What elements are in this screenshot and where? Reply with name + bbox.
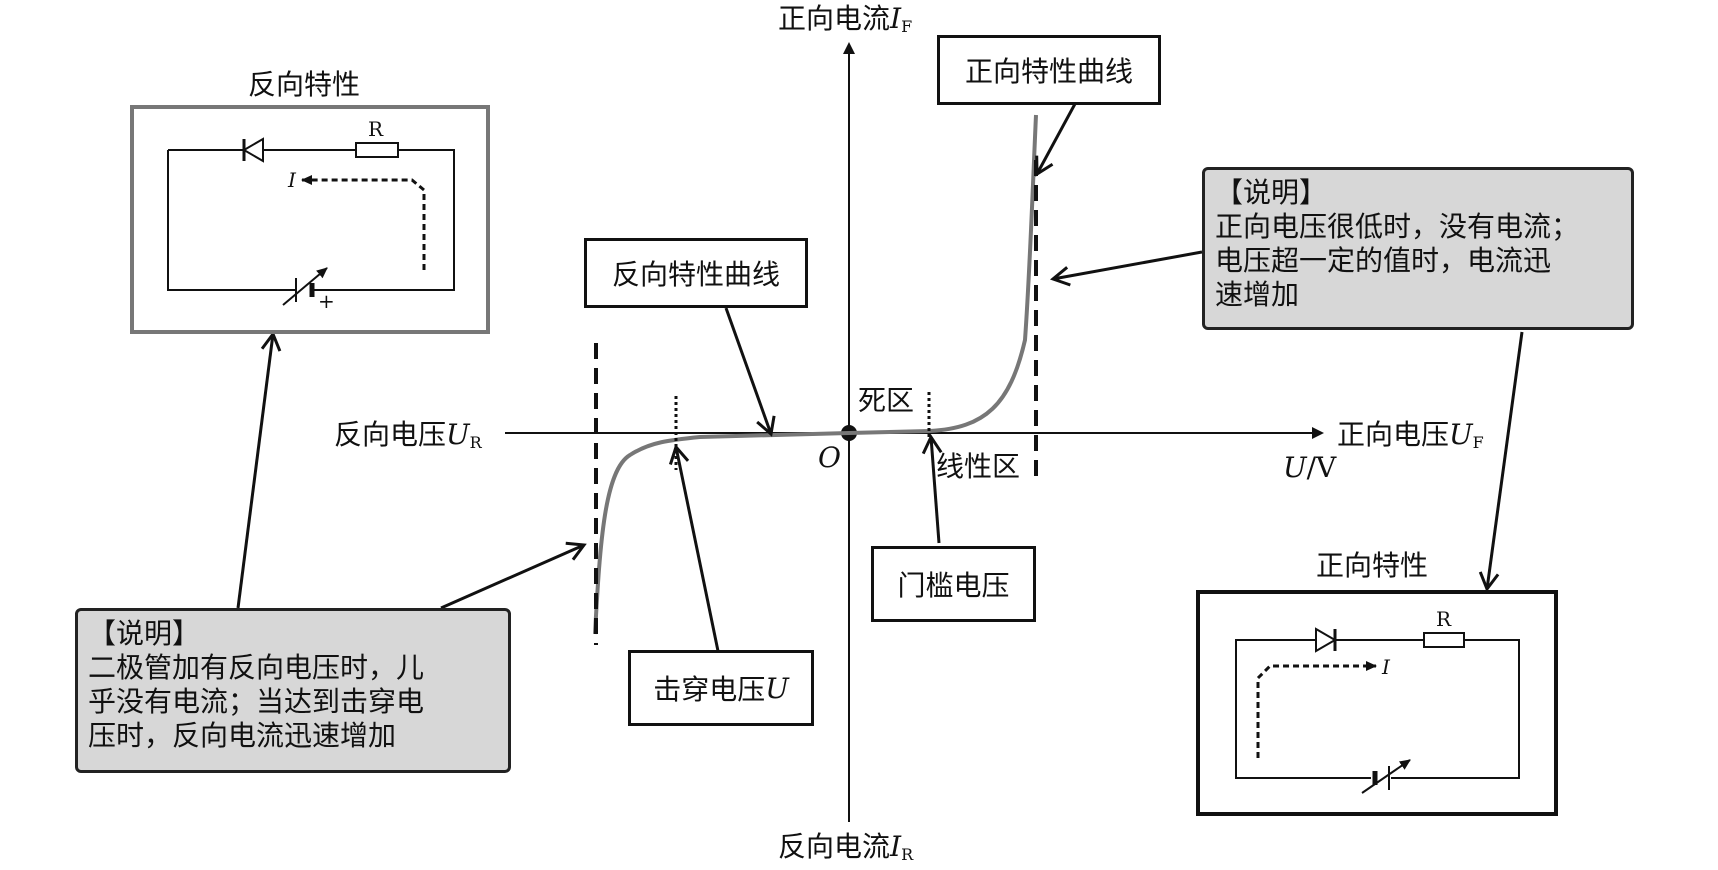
arrow-forward-curve — [1035, 101, 1078, 177]
reverse-panel-title: 反向特性 — [248, 68, 361, 101]
reverse-resistor-label: R — [368, 117, 384, 141]
reverse-current-path — [301, 175, 426, 270]
forward-note-line: 【说明】 — [1215, 176, 1328, 209]
forward-current-label: I — [1382, 655, 1390, 679]
arrow-reverse-panel — [236, 330, 282, 609]
arrow-threshold — [921, 433, 943, 544]
forward-battery-adjust-arrow — [1361, 759, 1411, 794]
reverse-diode-icon — [242, 137, 264, 163]
reverse-note-line: 二极管加有反向电压时，儿 — [88, 651, 425, 684]
reverse-note-line: 乎没有电流；当达到击穿电 — [88, 685, 425, 718]
characteristic-curve — [593, 114, 1038, 635]
reverse-current-label: I — [288, 168, 296, 192]
forward-resistor-icon — [1423, 632, 1465, 648]
arrow-forward-note — [1049, 250, 1203, 287]
reverse-note: 【说明】 二极管加有反向电压时，儿 乎没有电流；当达到击穿电 压时，反向电流迅速… — [75, 608, 511, 773]
forward-resistor-label: R — [1436, 607, 1452, 631]
arrow-reverse-curve — [724, 307, 776, 437]
x-axis-left-label: 反向电压UR — [334, 418, 482, 453]
y-axis-top-label: 正向电流IF — [778, 2, 913, 37]
reverse-battery-plus: + — [318, 289, 335, 313]
y-axis-bottom-label: 反向电流IR — [778, 830, 914, 865]
forward-note-line: 正向电压很低时，没有电流； — [1215, 210, 1580, 243]
reverse-note-line: 【说明】 — [88, 617, 201, 650]
reverse-circuit — [130, 105, 490, 334]
forward-diode-icon — [1315, 627, 1337, 653]
forward-curve-box: 正向特性曲线 — [937, 35, 1161, 105]
reverse-resistor-icon — [355, 142, 399, 158]
forward-panel-title: 正向特性 — [1316, 549, 1429, 582]
forward-note-line: 速增加 — [1215, 278, 1300, 311]
reverse-battery-adjust-arrow — [282, 267, 328, 306]
forward-note-line: 电压超一定的值时，电流迅 — [1215, 244, 1552, 277]
arrow-reverse-note — [440, 541, 587, 610]
reverse-note-line: 压时，反向电流迅速增加 — [88, 719, 397, 752]
origin-label: O — [818, 441, 841, 474]
x-axis-right-label: 正向电压UF — [1337, 418, 1484, 453]
arrow-breakdown — [668, 444, 720, 652]
dead-zone-label: 死区 — [858, 384, 915, 417]
arrow-forward-panel — [1478, 331, 1524, 593]
threshold-voltage-box: 门槛电压 — [871, 546, 1036, 622]
unit-label: U/V — [1283, 451, 1337, 484]
reverse-curve-box: 反向特性曲线 — [584, 238, 808, 308]
linear-zone-label: 线性区 — [936, 450, 1021, 483]
forward-current-path — [1256, 661, 1377, 758]
forward-circuit — [1196, 590, 1558, 816]
forward-note: 【说明】 正向电压很低时，没有电流； 电压超一定的值时，电流迅 速增加 — [1202, 167, 1634, 330]
